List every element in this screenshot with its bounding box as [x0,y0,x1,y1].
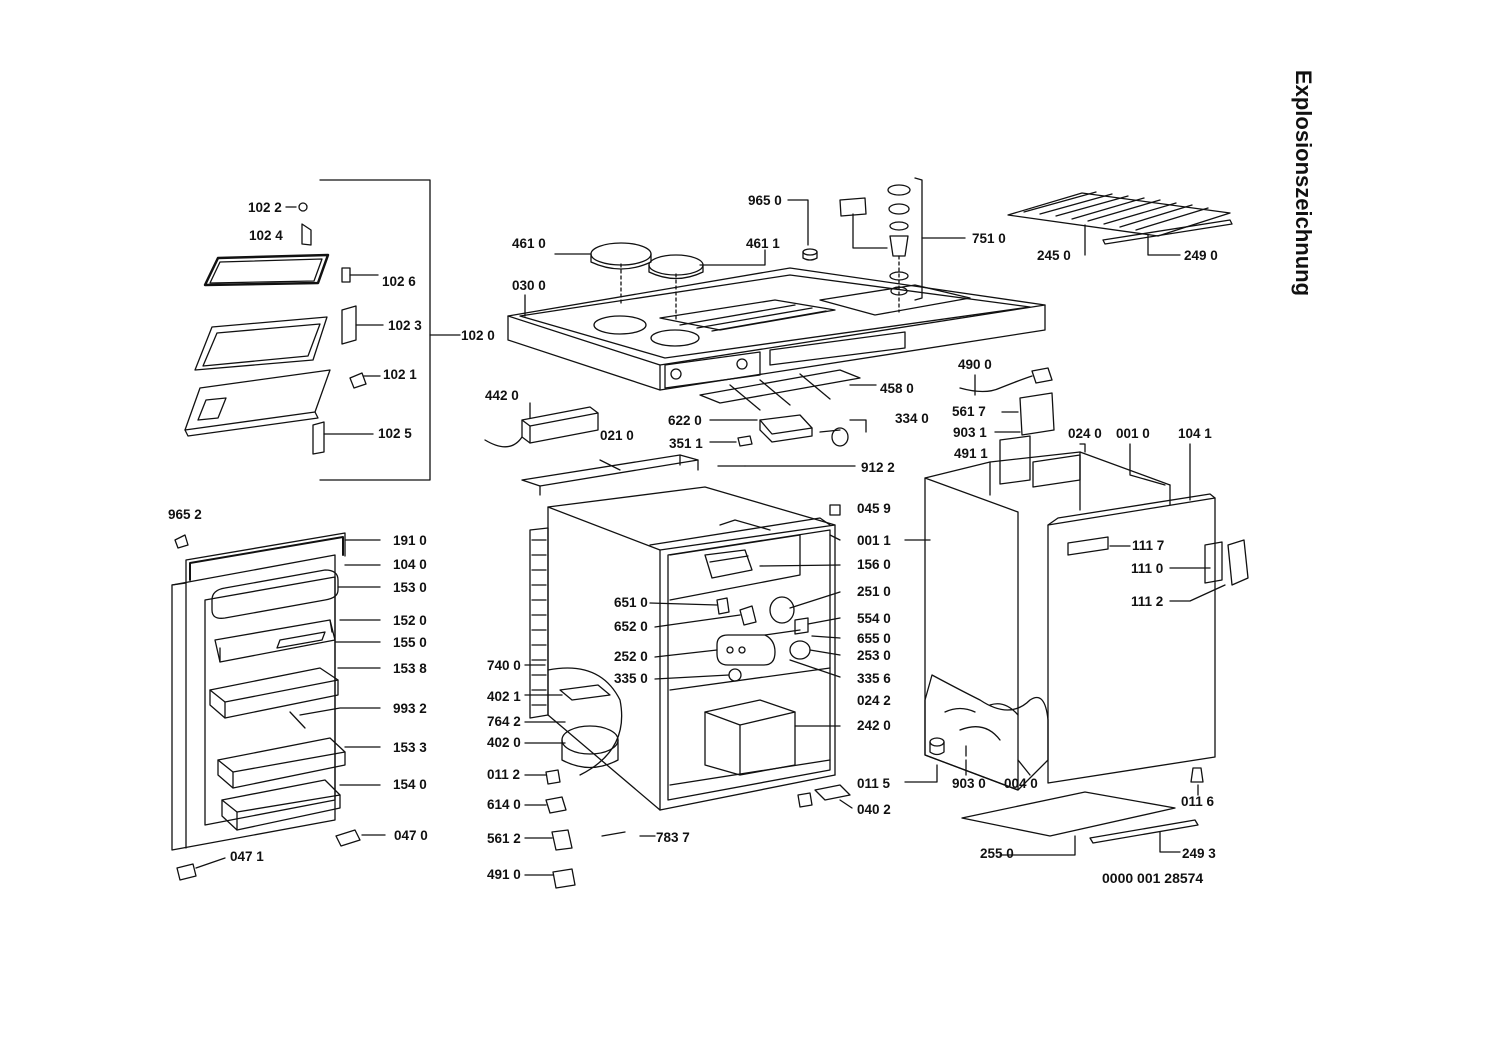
part-label: 491 0 [487,867,521,882]
part-label: 111 7 [1132,538,1165,553]
part-label: 104 1 [1178,426,1212,441]
part-label: 154 0 [393,777,427,792]
part-label: 102 0 [461,328,495,343]
part-label: 001 0 [1116,426,1150,441]
part-label: 153 3 [393,740,427,755]
part-label: 442 0 [485,388,519,403]
part-label: 102 6 [382,274,416,289]
part-label: 102 2 [248,200,282,215]
part-label: 047 1 [230,849,264,864]
part-label: 102 5 [378,426,412,441]
under-top-parts [484,367,1055,496]
part-label: 011 5 [857,776,891,791]
freezer-door-assembly [184,179,461,481]
part-label: 252 0 [614,649,648,664]
part-label: 001 1 [857,533,891,548]
part-label: 491 1 [954,446,988,461]
part-label: 249 0 [1184,248,1218,263]
part-label: 152 0 [393,613,427,628]
part-label: 561 7 [952,404,986,419]
part-label: 402 0 [487,735,521,750]
part-label: 614 0 [487,797,521,812]
part-label: 903 1 [953,425,987,440]
drawing-title: Explosionszeichnung [1291,69,1316,297]
part-label: 655 0 [857,631,891,646]
part-label: 156 0 [857,557,891,572]
document-number: 0000 001 28574 [1102,870,1204,886]
part-label: 490 0 [958,357,992,372]
part-label: 561 2 [487,831,521,846]
main-cabinet [524,486,853,889]
part-label: 191 0 [393,533,427,548]
part-label: 461 1 [746,236,780,251]
part-label: 111 0 [1131,561,1164,576]
part-label: 047 0 [394,828,428,843]
worktop-assembly [507,177,1046,391]
part-label: 622 0 [668,413,702,428]
part-label: 021 0 [600,428,634,443]
part-label: 155 0 [393,635,427,650]
part-label: 251 0 [857,584,891,599]
part-label: 030 0 [512,278,546,293]
part-label: 011 6 [1181,794,1215,809]
part-label: 024 0 [1068,426,1102,441]
part-label: 335 6 [857,671,891,686]
part-label: 045 9 [857,501,891,516]
part-label: 764 2 [487,714,521,729]
part-label: 111 2 [1131,594,1164,609]
part-label: 458 0 [880,381,914,396]
part-label: 554 0 [857,611,891,626]
part-label: 024 2 [857,693,891,708]
part-label: 651 0 [614,595,648,610]
part-label: 783 7 [656,830,690,845]
part-label: 652 0 [614,619,648,634]
part-label: 249 3 [1182,846,1216,861]
part-label: 011 2 [487,767,521,782]
part-label: 104 0 [393,557,427,572]
part-label: 245 0 [1037,248,1071,263]
part-label: 461 0 [512,236,546,251]
part-label: 751 0 [972,231,1006,246]
part-label: 965 0 [748,193,782,208]
fridge-door-assembly [171,532,386,881]
wire-shelf [1007,191,1233,256]
part-label: 242 0 [857,718,891,733]
part-label: 102 1 [383,367,417,382]
part-label: 740 0 [487,658,521,673]
part-label: 351 1 [669,436,703,451]
part-label: 004 0 [1004,776,1038,791]
part-label: 153 8 [393,661,427,676]
part-label: 102 4 [249,228,283,243]
part-label: 912 2 [861,460,895,475]
part-label: 334 0 [895,411,929,426]
part-label: 040 2 [857,802,891,817]
part-label: 153 0 [393,580,427,595]
part-label: 965 2 [168,507,202,522]
part-label: 253 0 [857,648,891,663]
part-label: 255 0 [980,846,1014,861]
part-label: 335 0 [614,671,648,686]
part-label: 903 0 [952,776,986,791]
part-label: 102 3 [388,318,422,333]
part-label: 402 1 [487,689,521,704]
part-label: 993 2 [393,701,427,716]
side-housing [904,435,1249,856]
